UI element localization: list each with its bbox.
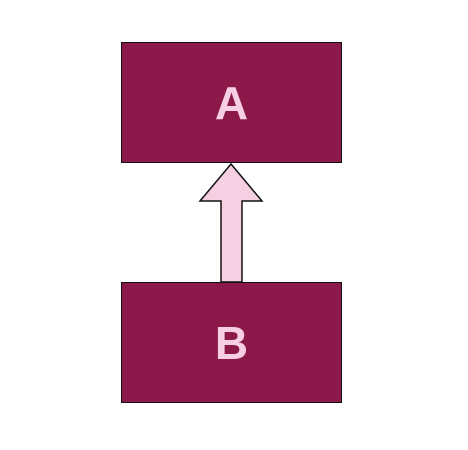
node-a-label: A: [214, 76, 249, 129]
block-arrow-icon: [198, 162, 264, 283]
node-b: B: [121, 282, 342, 403]
node-b-label: B: [214, 316, 249, 369]
node-a: A: [121, 42, 342, 163]
